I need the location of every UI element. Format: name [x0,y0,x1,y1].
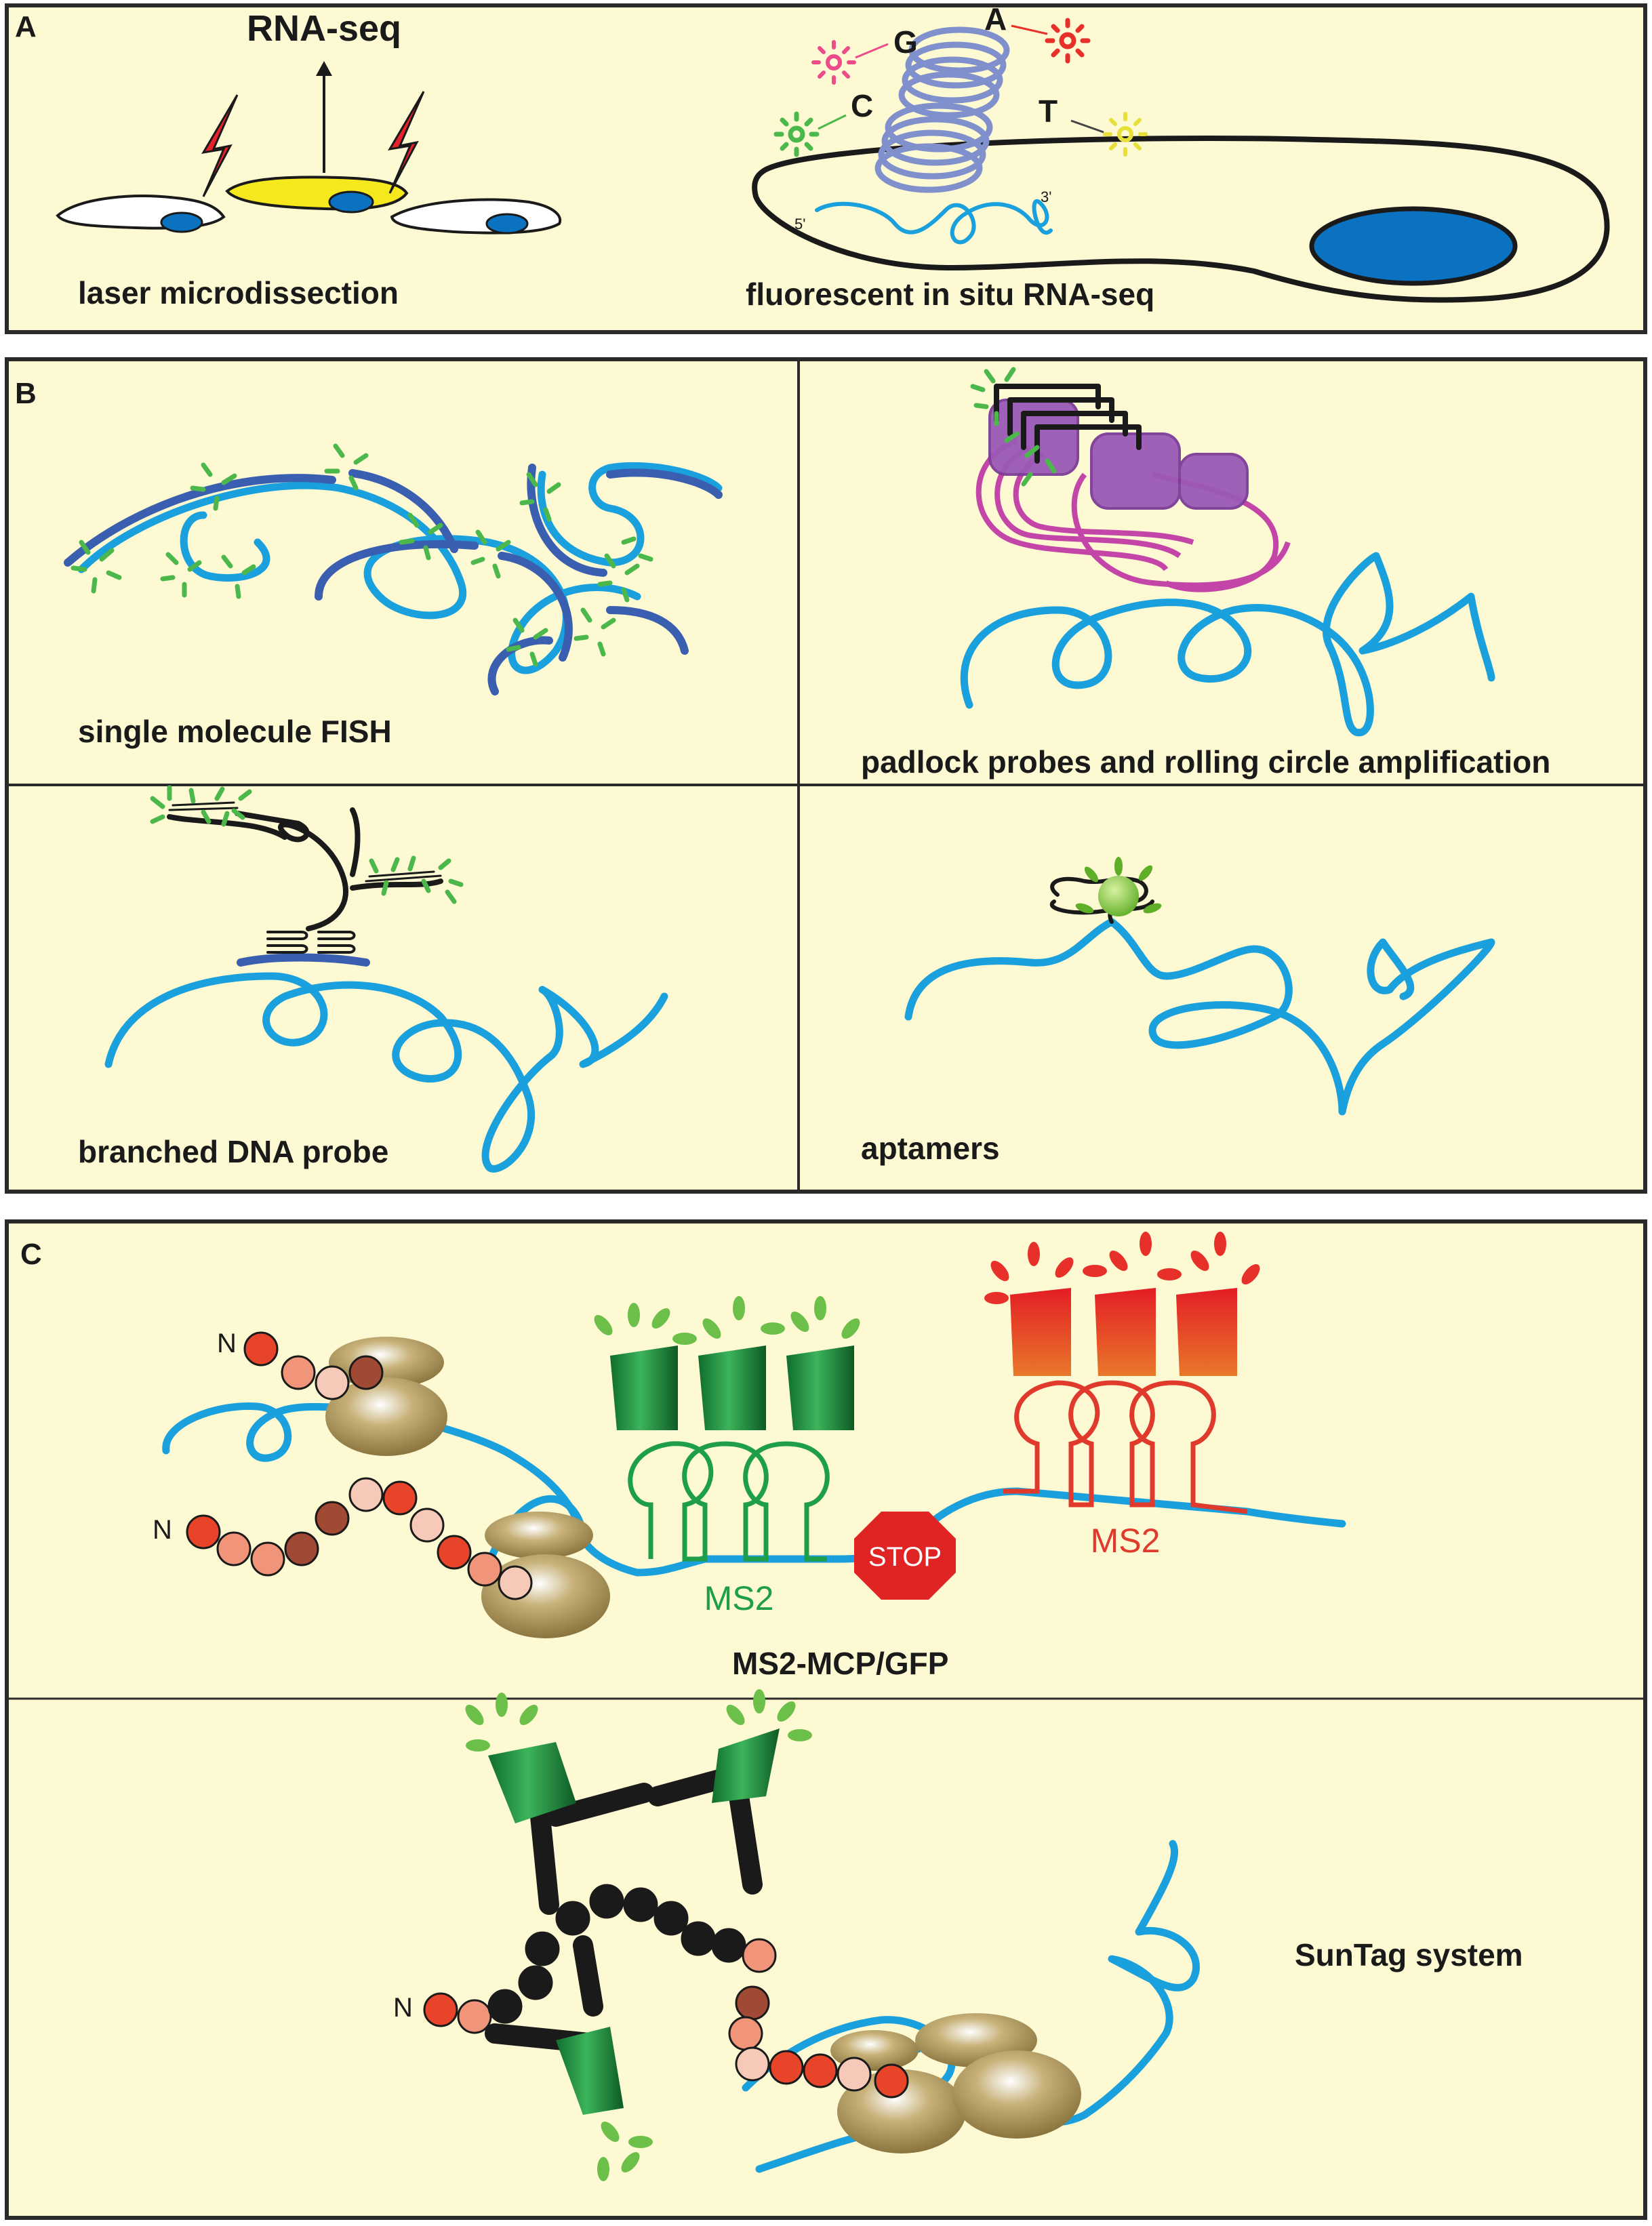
padlock-caption: padlock probes and rolling circle amplif… [861,744,1550,780]
nascent-peptide-1 [243,1331,384,1400]
gfp-barrel-icon [488,1728,780,2115]
aptamer-fluorophore [1098,876,1139,916]
suntag-n-terminus-label: N [393,1993,413,2023]
ribosome-icon [830,2013,1081,2153]
cell-outline [752,136,1610,303]
panel-a-letter: A [15,10,37,43]
fluorophore-icon [773,111,820,157]
panel-b-letter: B [15,377,37,410]
smfish-illustration [64,443,723,695]
fluorophore-cluster [70,443,653,667]
nascent-peptide-2 [186,1477,533,1600]
laser-bolt-icon [201,94,239,197]
fluorophore-icon [811,40,856,85]
rna-seq-label: RNA-seq [247,8,401,49]
panel-b: B [5,357,1647,1194]
fisseq-caption: fluorescent in situ RNA-seq [746,277,1154,312]
base-g: G [893,24,918,60]
fluorophore-icon [1045,18,1091,64]
bdna-caption: branched DNA probe [78,1134,388,1169]
suntag-peptide [423,1884,909,2099]
aptamers-caption: aptamers [861,1131,1000,1166]
stop-label: STOP [868,1542,942,1572]
smfish-caption: single molecule FISH [78,714,392,749]
ms2-green-label: MS2 [704,1579,774,1617]
rolling-circle-coil [874,26,1010,193]
fisseq-illustration: 5' 3' [752,1,1610,303]
nucleus [1309,206,1518,286]
n-terminus-label: N [217,1329,237,1358]
base-c: C [851,88,873,123]
panel-a: A RNA-seq laser microdissection 5' 3' [5,1,1647,334]
aptamers-illustration [904,857,1495,1116]
rfp-barrels [1010,1288,1237,1376]
mrna-strand [815,199,1053,245]
panel-c-letter: C [20,1238,42,1271]
gfp-barrel-icon [610,1345,854,1430]
laser-bolt-icon [388,91,425,194]
ribosome-icon [325,1337,447,1456]
panel-c: C [5,1219,1647,2220]
suntag-illustration: N [393,1689,1200,2181]
n-terminus-label-2: N [153,1515,172,1545]
fluorophore-icon [1103,112,1148,157]
laser-microdissection-illustration: RNA-seq [56,8,562,235]
stop-sign-icon: STOP [854,1512,956,1600]
laser-microdissection-caption: laser microdissection [78,275,399,310]
base-t: T [1039,94,1057,129]
three-prime-label: 3' [1041,188,1051,205]
suntag-caption: SunTag system [1295,1937,1523,1972]
five-prime-label: 5' [794,216,805,232]
base-a: A [984,1,1007,37]
padlock-illustration [960,367,1495,737]
ms2-mcp-gfp-caption: MS2-MCP/GFP [732,1646,948,1681]
ms2-red-label: MS2 [1091,1522,1161,1560]
ms2-illustration: STOP MS2 MS2 N [153,1232,1346,1638]
bdna-illustration [104,785,668,1173]
